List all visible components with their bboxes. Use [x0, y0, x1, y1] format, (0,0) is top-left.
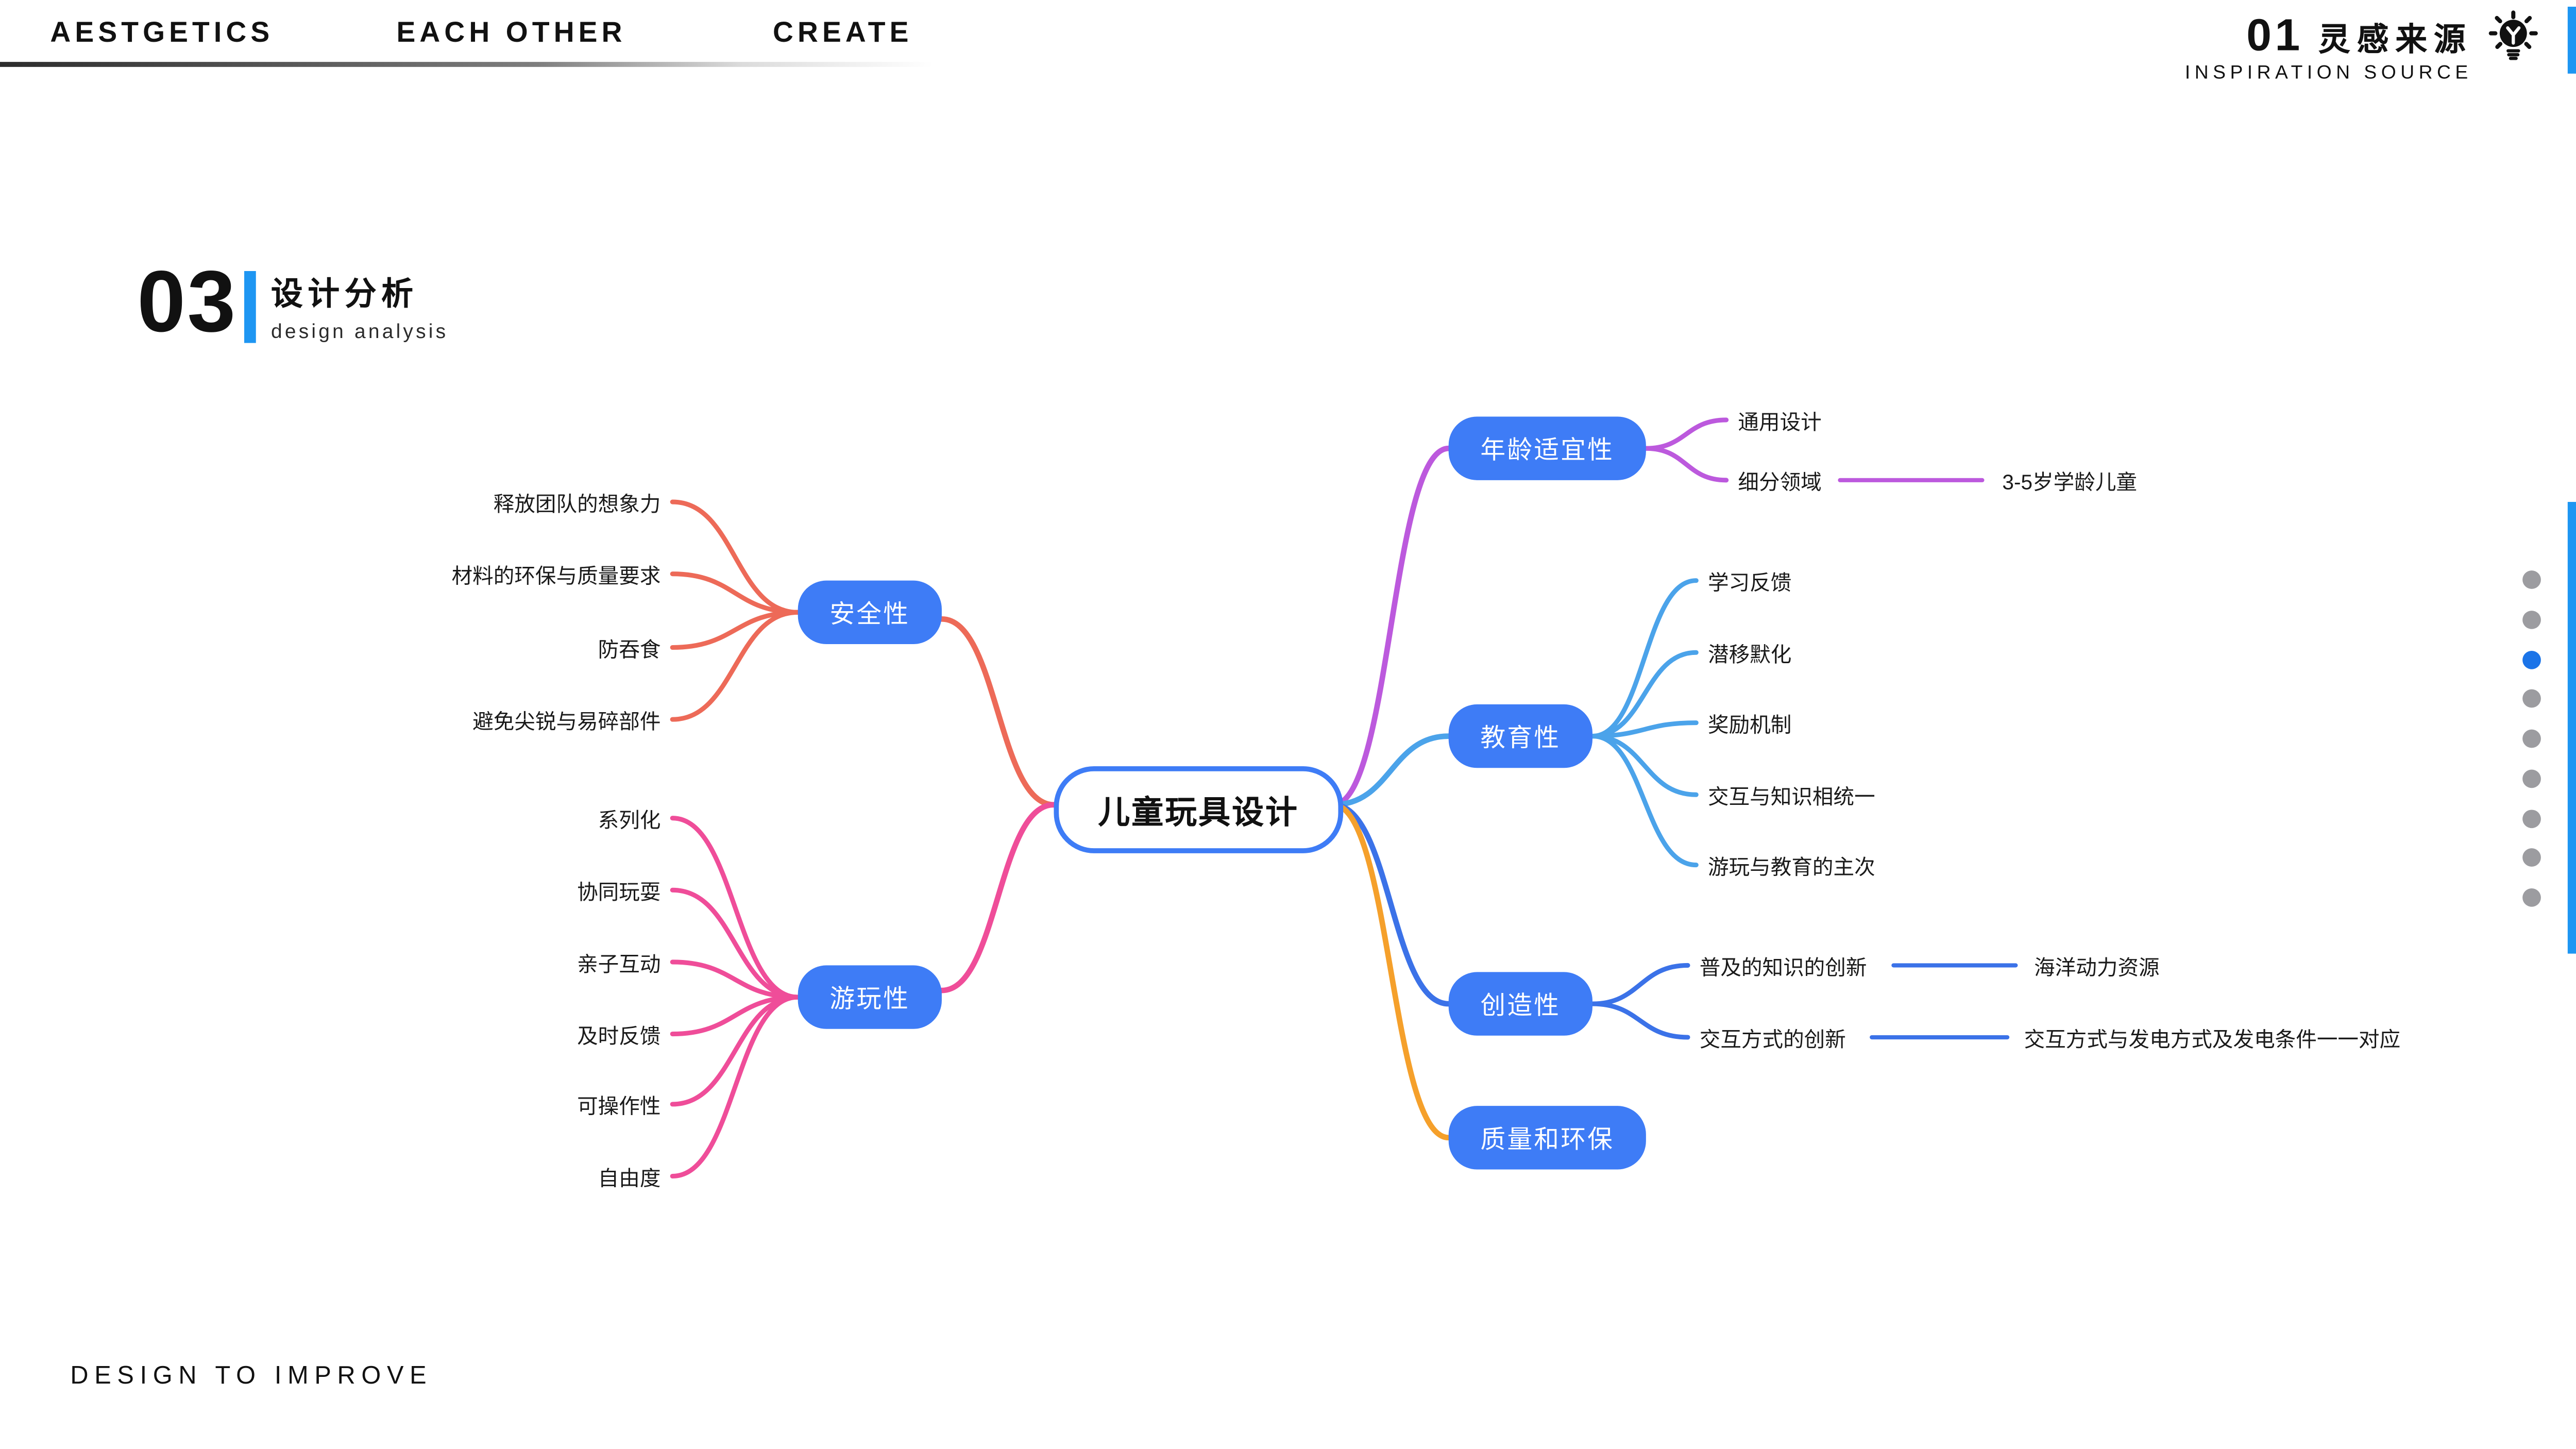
connector-education-leaf-3: [1590, 734, 1699, 797]
pagination-dot[interactable]: [2522, 689, 2541, 709]
connector-root-playability: [939, 802, 1057, 993]
pagination-dot[interactable]: [2522, 610, 2541, 629]
connector-safety-leaf-2: [670, 610, 801, 650]
leaf-label-age-suitability-1: 细分领域: [1738, 470, 1822, 495]
connector-education-leaf-2: [1590, 720, 1699, 739]
connector-education-leaf-4: [1590, 734, 1699, 868]
connector-root-safety: [939, 616, 1057, 808]
connector-playability-leaf-4: [670, 995, 801, 1107]
pagination-dot-active[interactable]: [2522, 650, 2541, 669]
connector-root-creativity: [1330, 802, 1452, 1007]
connector-safety-leaf-3: [670, 610, 801, 722]
connector-root-age-suitability: [1330, 445, 1452, 808]
leaf-label-creativity-0: 普及的知识的创新: [1699, 956, 1867, 980]
branch-node-safety[interactable]: 安全性: [798, 580, 942, 645]
leaf-label-education-0: 学习反馈: [1707, 571, 1792, 595]
sub-label-age-suitability-1: 3-5岁学龄儿童: [2002, 470, 2138, 495]
edge-scrollbar-thumb[interactable]: [2567, 502, 2576, 954]
leaf-label-playability-3: 及时反馈: [577, 1024, 661, 1049]
leaf-label-playability-4: 可操作性: [577, 1095, 661, 1119]
branch-node-quality-environment[interactable]: 质量和环保: [1448, 1106, 1646, 1170]
section-heading: 03 设计分析 design analysis: [137, 254, 446, 351]
pagination-dot[interactable]: [2522, 570, 2541, 589]
leaf-label-safety-2: 防吞食: [598, 638, 661, 662]
connector-playability-leaf-3: [670, 995, 801, 1037]
leaf-label-playability-5: 自由度: [598, 1167, 661, 1191]
lightbulb-icon: [2487, 10, 2539, 73]
connector-safety-leaf-0: [670, 499, 801, 615]
corner-number: 01: [2246, 10, 2303, 60]
leaf-label-age-suitability-0: 通用设计: [1738, 411, 1822, 434]
nav-item-aestgetics: AESTGETICS: [50, 16, 274, 49]
section-accent-bar: [244, 271, 256, 343]
leaf-label-education-3: 交互与知识相统一: [1707, 785, 1875, 809]
connector-education-leaf-1: [1590, 650, 1699, 739]
connector-playability-leaf-2: [670, 959, 801, 1000]
pagination-dot[interactable]: [2522, 848, 2541, 867]
connector-education-leaf-0: [1590, 578, 1699, 739]
pagination-dot[interactable]: [2522, 729, 2541, 748]
connector-root-quality-environment: [1330, 802, 1452, 1141]
leaf-label-safety-1: 材料的环保与质量要求: [451, 564, 661, 588]
leaf-label-playability-1: 协同玩耍: [577, 881, 661, 904]
nav-item-each-other: EACH OTHER: [396, 16, 626, 49]
connector-creativity-leaf-1: [1590, 1001, 1690, 1040]
corner-title-cn: 灵感来源: [2318, 23, 2472, 59]
header-underline: [0, 62, 1196, 67]
nav-item-create: CREATE: [773, 16, 913, 49]
connector-playability-leaf-5: [670, 995, 801, 1179]
branch-node-education[interactable]: 教育性: [1448, 704, 1592, 768]
branch-node-age-suitability[interactable]: 年龄适宜性: [1448, 416, 1646, 480]
leaf-label-playability-2: 亲子互动: [577, 953, 661, 976]
footer-slogan: DESIGN TO IMPROVE: [70, 1361, 433, 1391]
connector-age-suitability-leaf-0: [1643, 417, 1729, 451]
connector-safety-leaf-1: [670, 571, 801, 615]
branch-node-creativity[interactable]: 创造性: [1448, 972, 1592, 1036]
leaf-label-playability-0: 系列化: [598, 808, 661, 833]
mindmap-root-node[interactable]: 儿童玩具设计: [1054, 766, 1344, 853]
leaf-label-education-4: 游玩与教育的主次: [1707, 855, 1875, 880]
corner-title-en: INSPIRATION SOURCE: [2184, 63, 2472, 84]
edge-scrollbar-top[interactable]: [2567, 6, 2576, 74]
connector-playability-leaf-0: [670, 816, 801, 1000]
sub-label-creativity-0: 海洋动力资源: [2034, 956, 2160, 980]
section-title-cn: 设计分析: [270, 277, 418, 313]
section-number: 03: [137, 254, 238, 351]
leaf-label-creativity-1: 交互方式的创新: [1699, 1028, 1846, 1052]
leaf-label-education-1: 潜移默化: [1707, 643, 1792, 667]
connector-creativity-leaf-0: [1590, 963, 1690, 1006]
leaf-label-education-2: 奖励机制: [1707, 713, 1792, 737]
connector-age-suitability-leaf-1: [1643, 446, 1729, 483]
leaf-label-safety-0: 释放团队的想象力: [493, 493, 661, 516]
corner-block: 01 灵感来源 INSPIRATION SOURCE: [2185, 10, 2472, 83]
pagination-dot[interactable]: [2522, 808, 2541, 828]
branch-node-playability[interactable]: 游玩性: [798, 965, 942, 1029]
connector-root-education: [1330, 733, 1452, 808]
section-title-en: design analysis: [270, 319, 449, 343]
connector-playability-leaf-1: [670, 887, 801, 1000]
sub-label-creativity-1: 交互方式与发电方式及发电条件一一对应: [2024, 1028, 2401, 1052]
pagination-dot[interactable]: [2522, 769, 2541, 788]
leaf-label-safety-3: 避免尖锐与易碎部件: [472, 710, 661, 734]
pagination-dot[interactable]: [2522, 888, 2541, 907]
